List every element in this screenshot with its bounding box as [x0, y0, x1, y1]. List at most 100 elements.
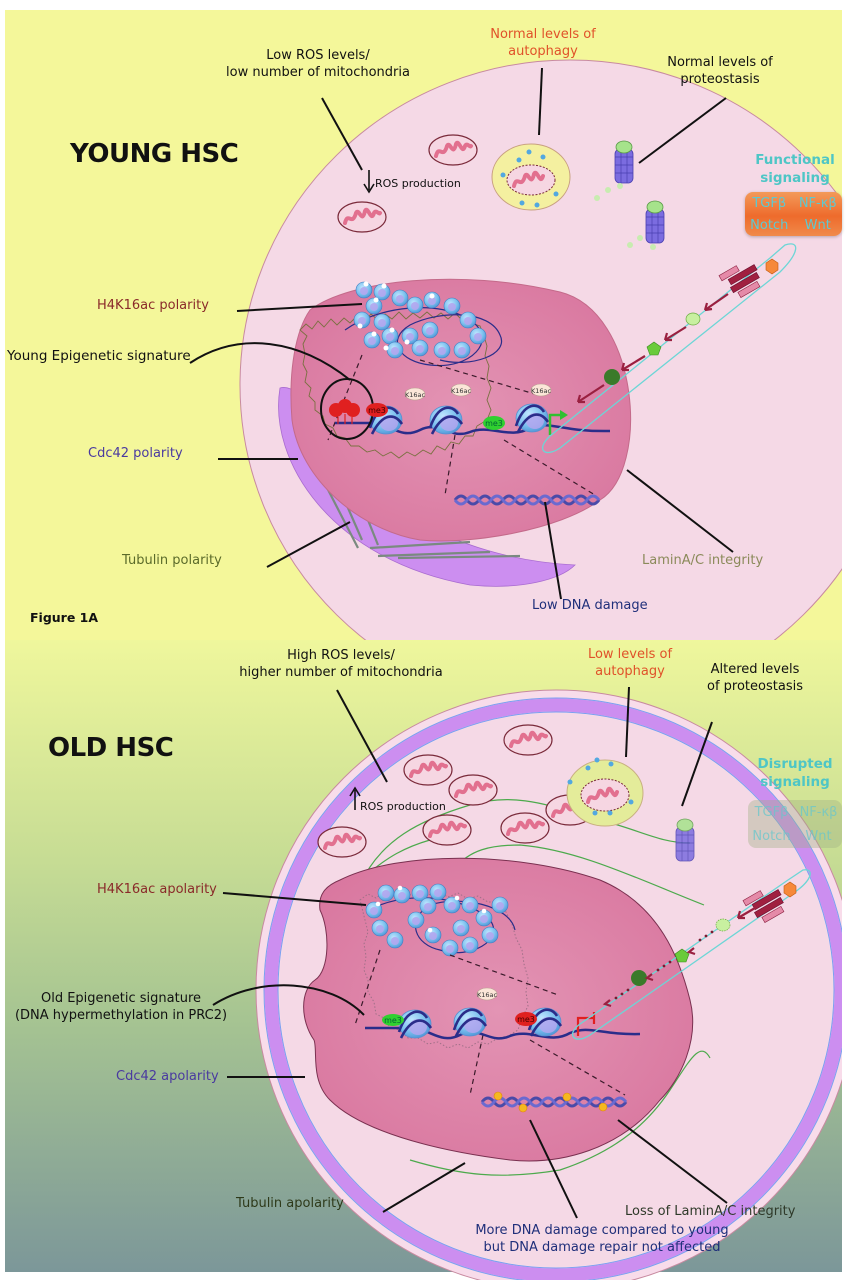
young-signaling-title-line1: Functional — [755, 152, 835, 168]
old-mitochondrion-5 — [499, 811, 551, 845]
young-autophagy-line1: Normal levels of — [490, 27, 596, 42]
young-tubulin-label: Tubulin polarity — [122, 553, 222, 568]
old-h4k16ac-label: H4K16ac apolarity — [97, 882, 217, 897]
young-peptides — [594, 183, 656, 250]
young-signaling-title: Functional signaling — [745, 152, 845, 187]
young-methyl-cluster — [329, 399, 360, 424]
old-mark-me3-2: me3 — [517, 1015, 535, 1024]
old-dna-damage-foci — [493, 1091, 608, 1113]
young-signal-mediator — [685, 312, 701, 326]
young-cdc42-label: Cdc42 polarity — [88, 446, 183, 461]
young-pathway-nfkb: NF-κβ — [798, 195, 837, 211]
young-transcription-arrow-icon — [548, 413, 562, 435]
young-proteasome-1 — [614, 140, 634, 184]
old-signal-tf — [631, 970, 647, 986]
old-proteostasis-label: Altered levels of proteostasis — [700, 662, 810, 696]
old-signaling-channel — [571, 869, 811, 1040]
young-mark-me3-2: me3 — [485, 419, 503, 428]
old-signaling-box: TGFβ NF-κβ Notch Wnt — [748, 800, 842, 848]
old-proteostasis-line2: of proteostasis — [707, 678, 803, 694]
young-signaling-box: TGFβ NF-κβ Notch Wnt — [745, 192, 842, 236]
young-h4k16ac-label: H4K16ac polarity — [97, 298, 209, 313]
young-mark-me3-1: me3 — [368, 406, 386, 415]
old-mitochondrion-4 — [502, 723, 554, 757]
old-pointer-lines — [212, 686, 728, 1219]
old-signaling-title: Disrupted signaling — [745, 756, 845, 791]
young-proteasome-2 — [645, 200, 665, 244]
old-mitochondrion-2 — [402, 753, 454, 787]
young-pathway-wnt: Wnt — [804, 217, 831, 233]
old-ros-up-arrow-icon — [349, 786, 361, 810]
old-pathway-wnt: Wnt — [805, 828, 832, 844]
old-autophagy-label: Low levels of autophagy — [575, 647, 685, 681]
old-cdc42-label: Cdc42 apolarity — [116, 1069, 219, 1084]
old-cdc42-ring — [264, 698, 848, 1280]
young-signaling-title-line2: signaling — [760, 169, 830, 186]
young-mark-k16ac-2: K16ac — [451, 387, 472, 395]
young-ros-label-line1: Low ROS levels/ — [266, 48, 370, 63]
old-autophagosome — [566, 757, 644, 827]
young-mark-k16ac-3: K16ac — [531, 387, 552, 395]
young-proteostasis-label: Normal levels of proteostasis — [655, 55, 785, 89]
young-ros-label: Low ROS levels/ low number of mitochondr… — [218, 48, 418, 82]
young-signal-tf — [604, 369, 620, 385]
old-zoom-lines — [354, 949, 626, 1096]
old-dna-strand — [365, 1026, 641, 1040]
old-chromatin-marks — [382, 987, 537, 1026]
old-dna-damage-line1: More DNA damage compared to young — [475, 1223, 729, 1238]
young-hsc-title: YOUNG HSC — [70, 139, 239, 169]
young-lamin-label: LaminA/C integrity — [642, 553, 764, 568]
old-mitochondrion-3 — [447, 773, 499, 807]
old-pathway-tgfb: TGFβ — [754, 804, 789, 820]
old-signal-broken-arrows — [614, 930, 714, 1000]
young-dna-damage-label: Low DNA damage — [532, 598, 648, 613]
old-proteasome — [675, 818, 695, 862]
old-ros-production-label: ROS production — [360, 800, 446, 813]
old-autophagy-line2: autophagy — [595, 663, 665, 679]
old-epigenetic-line1: Old Epigenetic signature — [40, 991, 202, 1006]
young-mitochondrion-1 — [336, 200, 388, 234]
young-pathway-tgfb: TGFβ — [752, 195, 787, 211]
young-proteostasis-line1: Normal levels of — [667, 55, 773, 70]
figure-panel-label: Figure 1A — [30, 610, 99, 625]
old-autophagy-line1: Low levels of — [587, 647, 673, 662]
old-dna-damage-label: More DNA damage compared to young but DN… — [462, 1223, 742, 1257]
young-pointer-lines — [189, 67, 734, 600]
old-proteostasis-line1: Altered levels — [710, 662, 800, 677]
young-signaling-channel — [541, 243, 797, 453]
old-ros-label: High ROS levels/ higher number of mitoch… — [226, 648, 456, 682]
young-ros-production-label: ROS production — [375, 177, 461, 190]
old-signal-pentagon — [674, 948, 690, 963]
young-ros-down-arrow-icon — [363, 170, 375, 194]
old-ligand — [783, 881, 797, 898]
young-signal-pentagon — [646, 341, 662, 356]
old-mark-k16ac: K16ac — [477, 991, 498, 999]
old-signal-mediator — [715, 918, 731, 932]
young-autophagy-line2: autophagy — [508, 43, 578, 59]
old-pathway-nfkb: NF-κβ — [799, 804, 838, 820]
young-mitochondrion-2 — [427, 133, 479, 167]
old-dna-damage-line2: but DNA damage repair not affected — [483, 1239, 721, 1255]
young-proteostasis-line2: proteostasis — [680, 71, 760, 87]
young-zoom-lines — [327, 354, 596, 496]
young-epigenetic-label: Young Epigenetic signature — [7, 348, 191, 364]
young-mark-k16ac-1: K16ac — [405, 391, 426, 399]
young-chromatin-marks — [366, 383, 552, 430]
old-mitochondrion-1 — [316, 825, 368, 859]
old-lamin-label: Loss of LaminA/C integrity — [625, 1204, 796, 1219]
young-signal-arrows — [576, 293, 729, 404]
young-autophagy-label: Normal levels of autophagy — [478, 27, 608, 61]
old-tubulin-label: Tubulin apolarity — [236, 1196, 344, 1211]
old-mark-me3-1: me3 — [384, 1016, 402, 1025]
old-epigenetic-line2: (DNA hypermethylation in PRC2) — [14, 1007, 228, 1023]
old-ros-label-line1: High ROS levels/ — [287, 648, 395, 663]
old-signaling-title-line1: Disrupted — [757, 756, 833, 772]
old-epigenetic-label: Old Epigenetic signature (DNA hypermethy… — [10, 991, 232, 1025]
old-ros-label-line2: higher number of mitochondria — [239, 664, 443, 680]
young-pathway-notch: Notch — [750, 217, 789, 233]
old-pathway-notch: Notch — [752, 828, 791, 844]
old-mitochondrion-6 — [421, 813, 473, 847]
old-nucleus — [303, 857, 694, 1162]
old-signaling-title-line2: signaling — [760, 773, 830, 790]
old-hsc-title: OLD HSC — [48, 733, 174, 763]
